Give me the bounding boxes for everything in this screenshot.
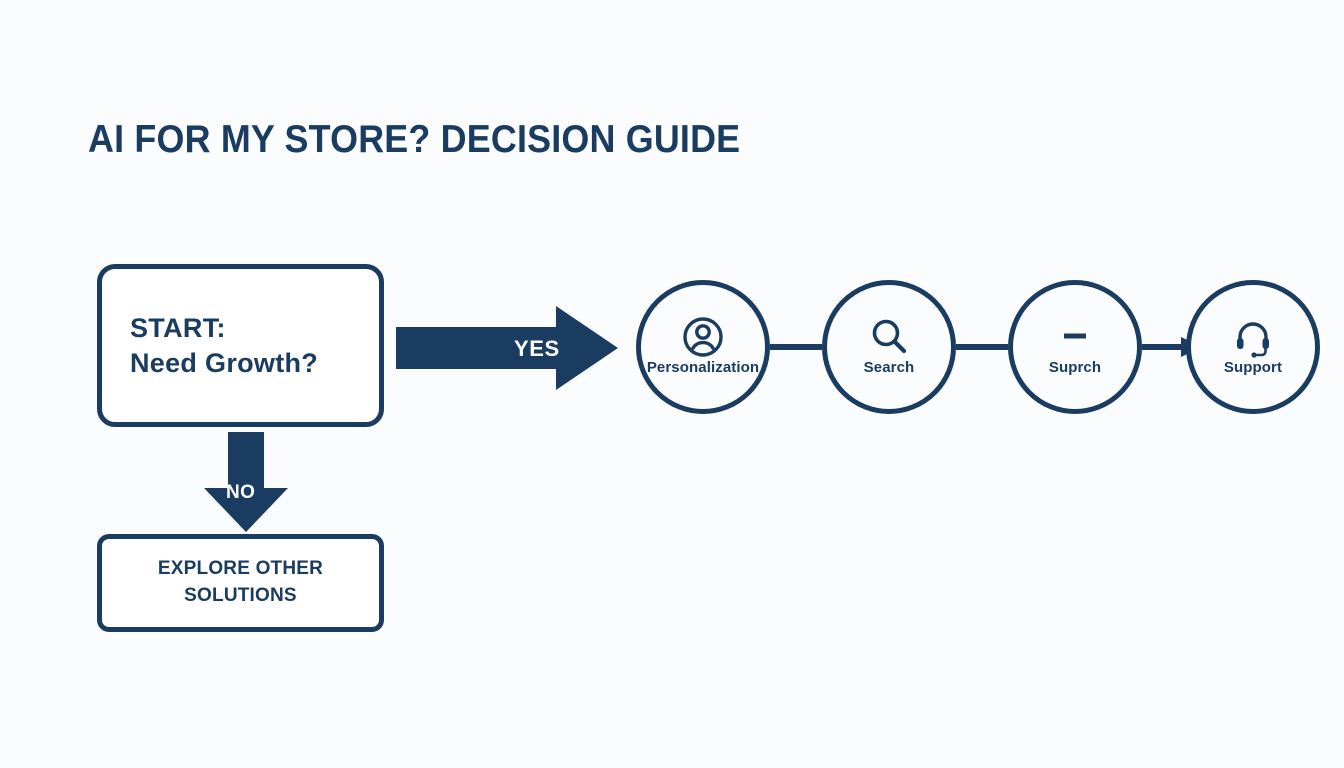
node-support[interactable]: Support [1186,280,1320,414]
node-label-search: Search [863,359,915,376]
node-label-personalization: Personalization [646,359,760,376]
dash-icon [1064,333,1086,339]
page-title: AI FOR MY STORE? DECISION GUIDE [88,118,741,161]
start-box-line2: Need Growth? [130,347,319,378]
explore-box-line2: SOLUTIONS [184,585,297,606]
capability-chain: Personalization Search Suprch [636,280,1320,420]
explore-other-solutions-box[interactable]: EXPLORE OTHER SOLUTIONS [97,534,384,632]
start-decision-box[interactable]: START: Need Growth? [97,264,384,427]
no-branch-arrow[interactable]: NO [200,432,292,532]
yes-branch-label: YES [514,336,560,361]
node-search[interactable]: Search [822,280,956,414]
node-label-suprch: Suprch [1048,359,1102,376]
no-branch-label: NO [226,482,256,503]
node-suprch[interactable]: Suprch [1008,280,1142,414]
no-arrow-icon [204,432,288,532]
yes-branch-arrow[interactable]: YES [396,303,618,393]
explore-box-line1: EXPLORE OTHER [157,558,324,580]
node-label-support: Support [1223,359,1283,376]
magnifier-icon [872,319,907,354]
headset-icon [1237,322,1269,358]
start-box-line1: START: [130,312,226,343]
user-circle-icon [683,317,723,357]
node-personalization[interactable]: Personalization [636,280,770,414]
yes-arrow-icon [396,306,618,390]
